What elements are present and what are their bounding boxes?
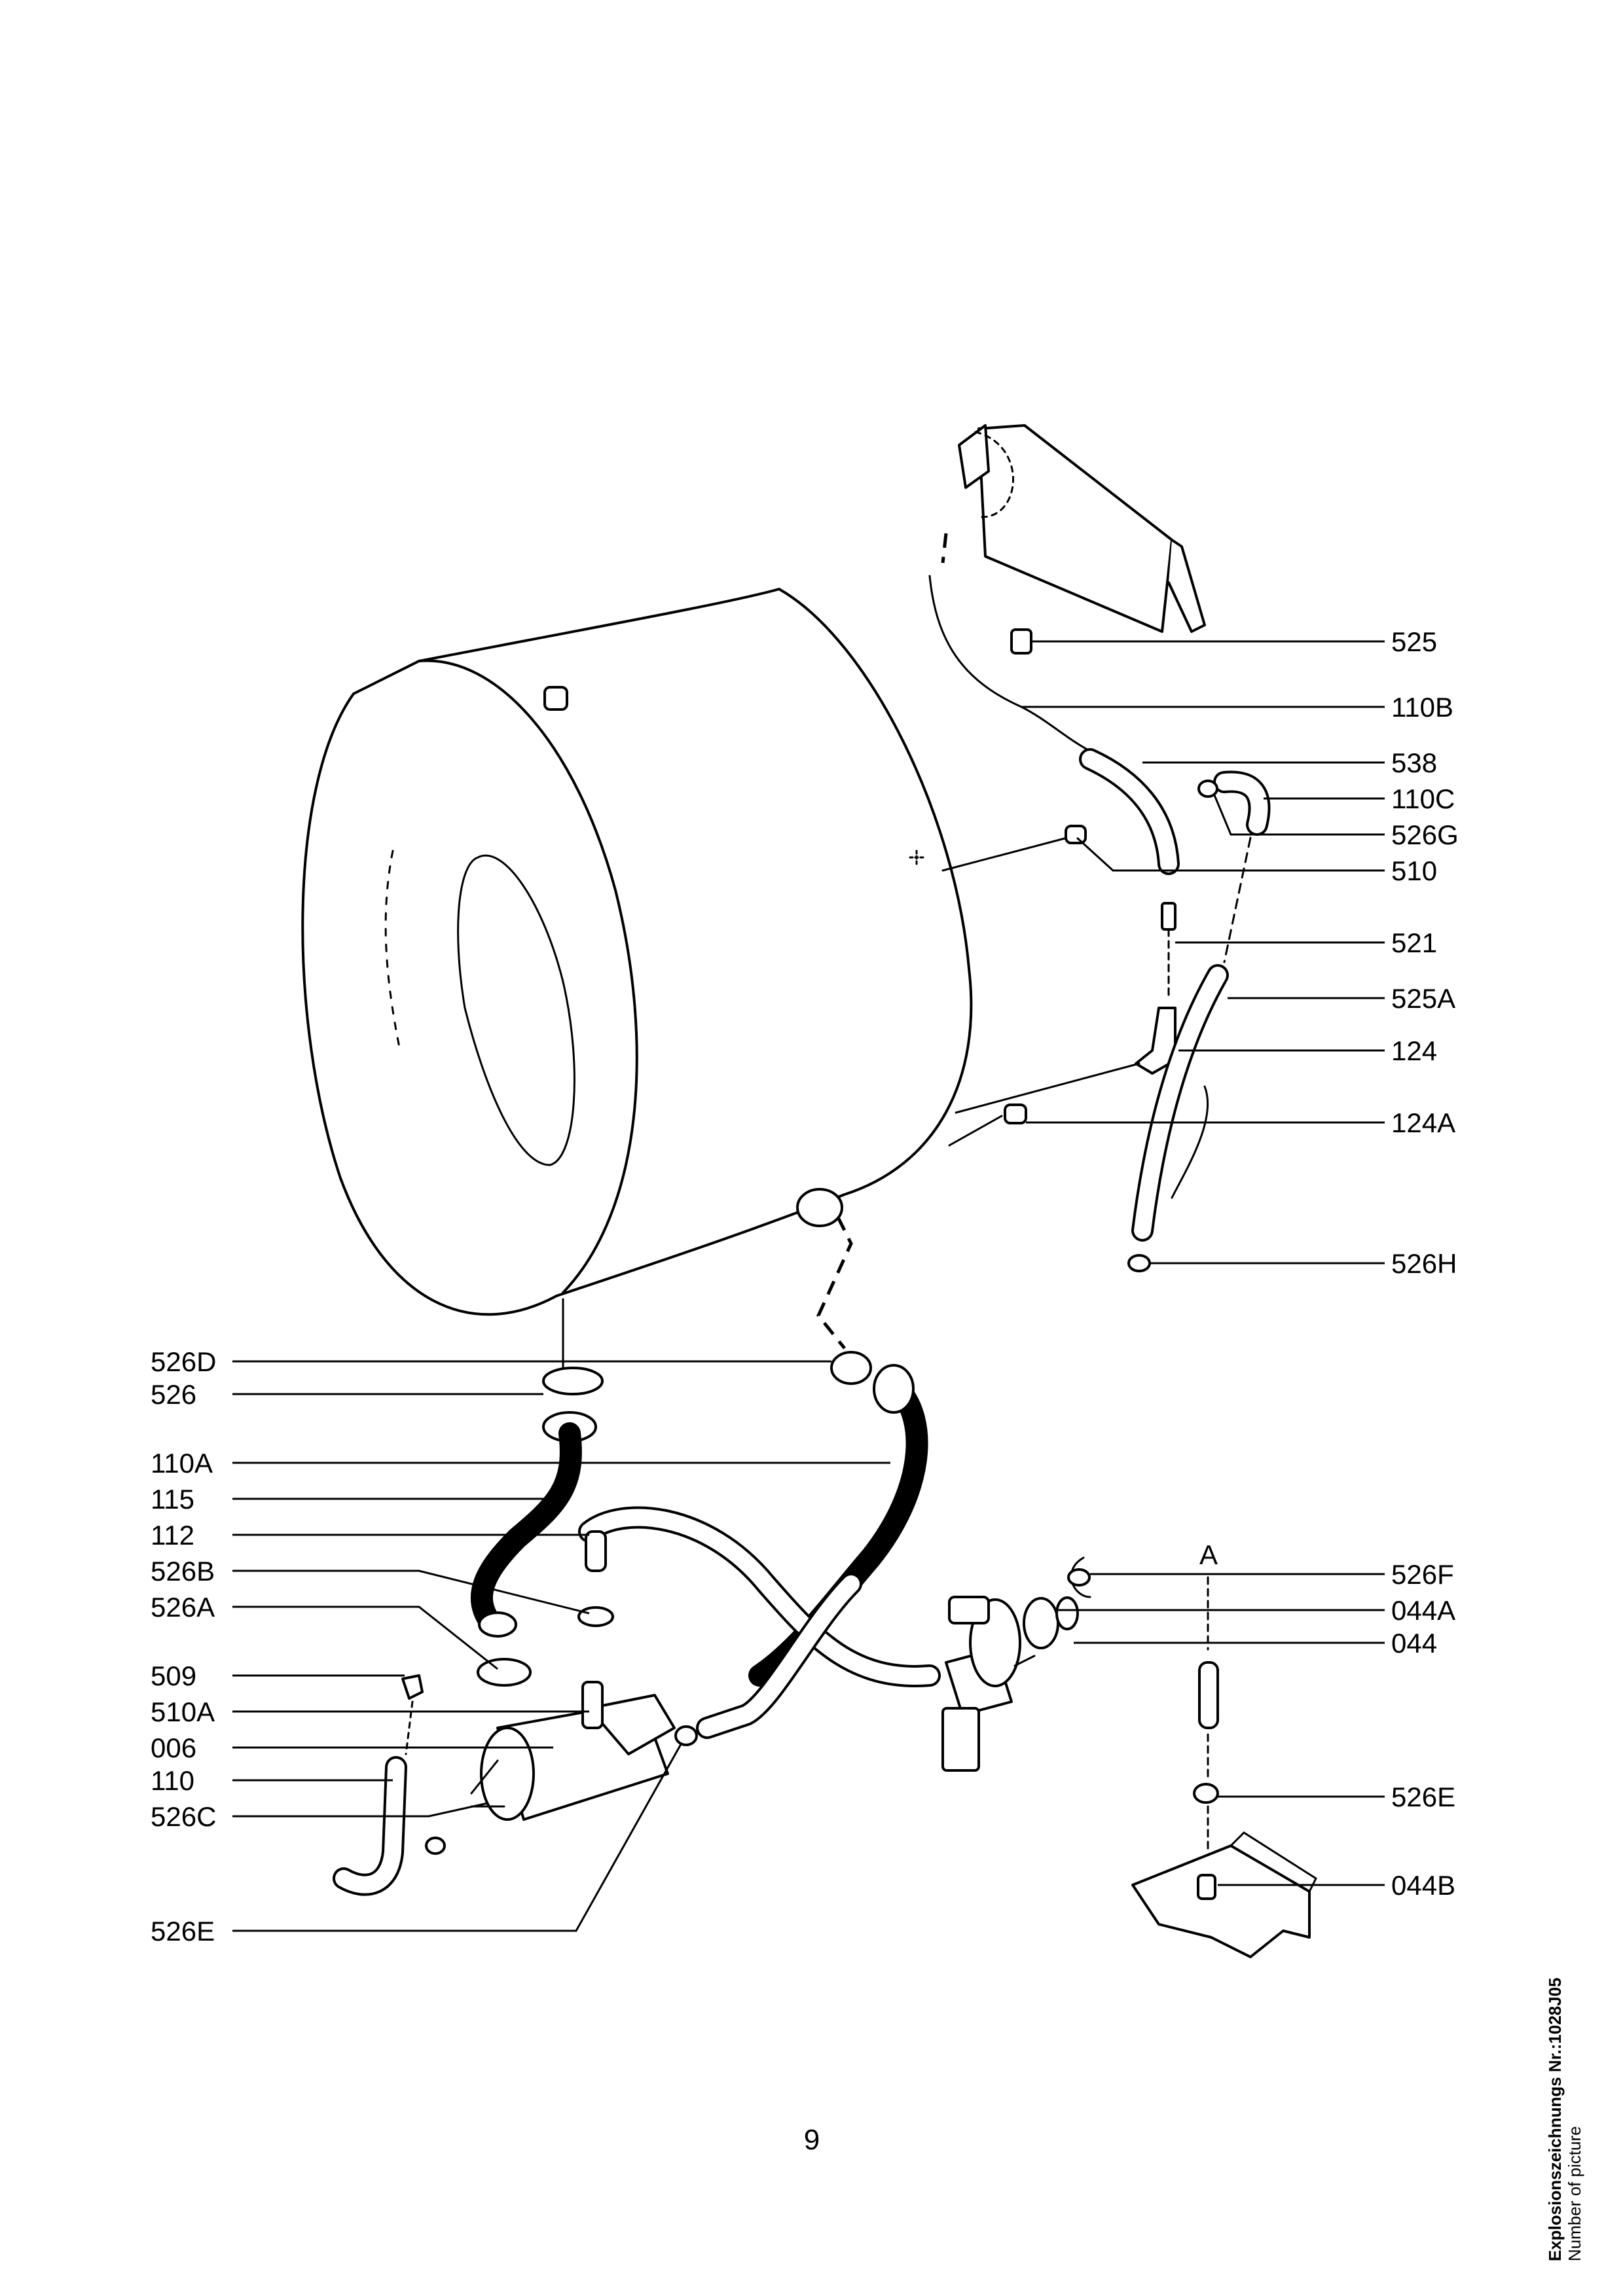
label-124a: 124A xyxy=(1391,1107,1455,1138)
hose-110a xyxy=(748,1376,928,1687)
grommet-510 xyxy=(1065,825,1087,844)
label-044b: 044B xyxy=(1391,1870,1455,1901)
hose-a xyxy=(1198,1661,1219,1729)
connector-525 xyxy=(1010,628,1032,655)
clamp-526b xyxy=(577,1606,614,1627)
label-526c: 526C xyxy=(151,1801,216,1832)
label-526a: 526A xyxy=(151,1592,215,1623)
sump-outlet xyxy=(796,1188,843,1227)
drain-pump-044 xyxy=(941,1596,1079,1772)
label-526d: 526D xyxy=(151,1346,216,1377)
drawing-number-title: Explosionszeichnungs Nr.:1028J05 xyxy=(1545,1977,1565,2262)
clamp-526e-right xyxy=(1193,1783,1219,1804)
seal-044a xyxy=(1023,1597,1059,1649)
label-521: 521 xyxy=(1391,927,1437,958)
label-526g: 526G xyxy=(1391,819,1459,850)
label-044a: 044A xyxy=(1391,1595,1455,1626)
label-044: 044 xyxy=(1391,1628,1437,1659)
label-526e-right: 526E xyxy=(1391,1782,1455,1812)
labels-right: 525 110B 538 110C 526G 510 521 525A 124 … xyxy=(1391,626,1459,1901)
label-538: 538 xyxy=(1391,747,1437,778)
heater-bracket xyxy=(958,424,1206,655)
grommet-124a xyxy=(1004,1103,1027,1124)
clamp-526h xyxy=(1127,1254,1151,1272)
base-plate-044b xyxy=(1131,1844,1311,1958)
wire-110b xyxy=(928,575,1095,754)
page-number: 9 xyxy=(803,2124,820,2156)
label-526f: 526F xyxy=(1391,1559,1454,1590)
leader-lines xyxy=(232,640,1385,1932)
label-510: 510 xyxy=(1391,855,1437,886)
drawing-number-subtitle: Number of picture xyxy=(1565,2126,1584,2261)
label-124: 124 xyxy=(1391,1035,1437,1066)
screw-509 xyxy=(401,1674,424,1700)
label-525a: 525A xyxy=(1391,983,1455,1014)
label-526: 526 xyxy=(151,1379,196,1410)
clamp-526g xyxy=(1197,780,1218,798)
drawing-number-caption: Explosionszeichnungs Nr.:1028J05 Number … xyxy=(1545,1978,1584,2262)
label-112: 112 xyxy=(151,1520,194,1551)
label-526h: 526H xyxy=(1391,1248,1457,1279)
sensor-521 xyxy=(1161,902,1176,931)
labels-left: 526D 526 110A 115 112 526B 526A 509 510A… xyxy=(151,1346,216,1946)
clamp-526f xyxy=(1067,1568,1091,1587)
label-006: 006 xyxy=(151,1732,196,1763)
label-526e-left: 526E xyxy=(151,1916,215,1946)
clamp-526e-left xyxy=(674,1725,698,1746)
label-110c: 110C xyxy=(1391,783,1455,814)
pump-filter-006 xyxy=(470,1681,676,1821)
label-110a: 110A xyxy=(151,1448,213,1479)
drum xyxy=(301,588,973,1316)
flow-marker-a: A xyxy=(1199,1539,1218,1570)
clamp-526d xyxy=(830,1351,872,1385)
label-110b: 110B xyxy=(1391,692,1453,723)
label-510a: 510A xyxy=(151,1696,215,1727)
label-525: 525 xyxy=(1391,626,1437,657)
drum-top-fitting xyxy=(543,686,568,711)
label-110: 110 xyxy=(151,1765,194,1796)
label-526b: 526B xyxy=(151,1556,215,1587)
clamp-526a xyxy=(477,1658,532,1687)
label-509: 509 xyxy=(151,1660,196,1691)
clamp-526 xyxy=(542,1367,604,1395)
elbow-124 xyxy=(1135,1007,1176,1075)
label-115: 115 xyxy=(151,1484,194,1515)
clamp-526c xyxy=(425,1837,446,1855)
